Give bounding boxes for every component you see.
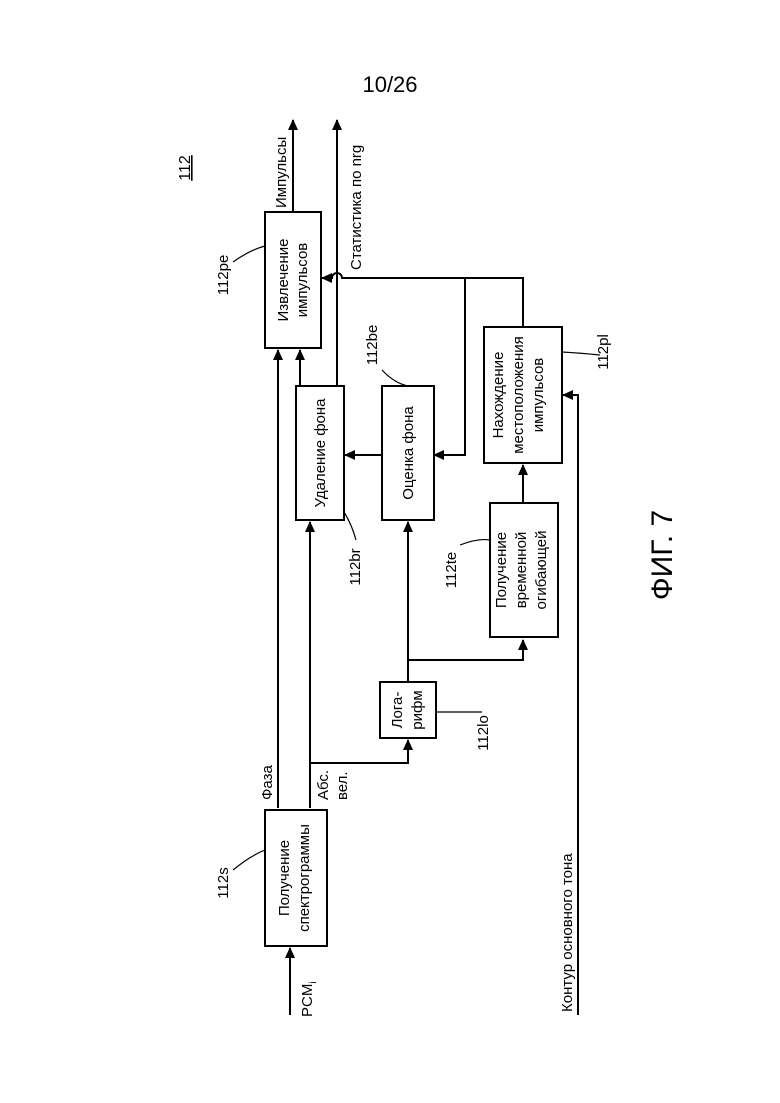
pulse-location-label-line2: местоположения	[510, 336, 527, 454]
background-estimation-block: Оценка фона	[382, 386, 434, 520]
magnitude-to-log-line	[310, 740, 408, 763]
logarithm-block: Лога- рифм	[380, 682, 436, 738]
ref-112lo: 112lo	[475, 715, 492, 751]
temporal-envelope-label-line1: Получение	[493, 532, 510, 608]
ref-112pe: 112pe	[215, 255, 232, 296]
background-removal-label: Удаление фона	[312, 398, 329, 508]
leader-112te	[460, 540, 490, 545]
ref-112be: 112be	[364, 325, 381, 366]
figure-caption: ФИГ. 7	[646, 510, 679, 600]
ref-112s: 112s	[215, 867, 232, 898]
pulse-location-label-line1: Нахождение	[490, 352, 507, 439]
ref-112br: 112br	[347, 548, 364, 585]
leader-112be	[382, 370, 408, 386]
temporal-envelope-block: Получение временной огибающей	[490, 503, 558, 637]
background-removal-block: Удаление фона	[296, 386, 344, 520]
leader-112s	[233, 850, 265, 870]
spectrogram-label-line2: спектрограммы	[296, 824, 313, 932]
pitch-contour-label: Контур основного тона	[559, 853, 576, 1012]
diagram-id: 112	[177, 155, 194, 181]
location-to-extraction-line	[322, 273, 345, 278]
background-estimation-label: Оценка фона	[400, 406, 417, 500]
input-signal-label: PCMi	[299, 981, 319, 1017]
ref-112pl: 112pl	[595, 334, 612, 370]
logarithm-label-line1: Лога-	[389, 692, 406, 729]
leader-112pe	[233, 246, 265, 262]
pulse-location-block: Нахождение местоположения импульсов	[484, 327, 562, 463]
pulse-location-label-line3: импульсов	[530, 358, 547, 433]
temporal-envelope-label-line2: временной	[513, 532, 530, 609]
magnitude-label-line1: Абс.	[315, 770, 332, 800]
pulse-extraction-block: Извлечение импульсов	[265, 212, 321, 348]
pulse-extraction-label-line2: импульсов	[294, 243, 311, 318]
location-to-estimation-line	[434, 278, 465, 455]
nrg-stats-label: Статистика по nrg	[348, 145, 365, 270]
ref-112te: 112te	[443, 552, 460, 588]
spectrogram-block: Получение спектрограммы	[265, 810, 327, 946]
log-to-envelope-line	[408, 640, 523, 660]
pulse-extraction-label-line1: Извлечение	[275, 238, 292, 321]
pulses-output-label: Импульсы	[273, 137, 290, 208]
logarithm-label-line2: рифм	[409, 690, 426, 729]
leader-112br	[344, 512, 356, 540]
phase-label: Фаза	[259, 765, 276, 800]
temporal-envelope-label-line3: огибающей	[533, 531, 550, 610]
magnitude-label-line2: вел.	[334, 771, 351, 800]
spectrogram-label-line1: Получение	[276, 840, 293, 916]
location-feedback-line	[345, 278, 523, 327]
